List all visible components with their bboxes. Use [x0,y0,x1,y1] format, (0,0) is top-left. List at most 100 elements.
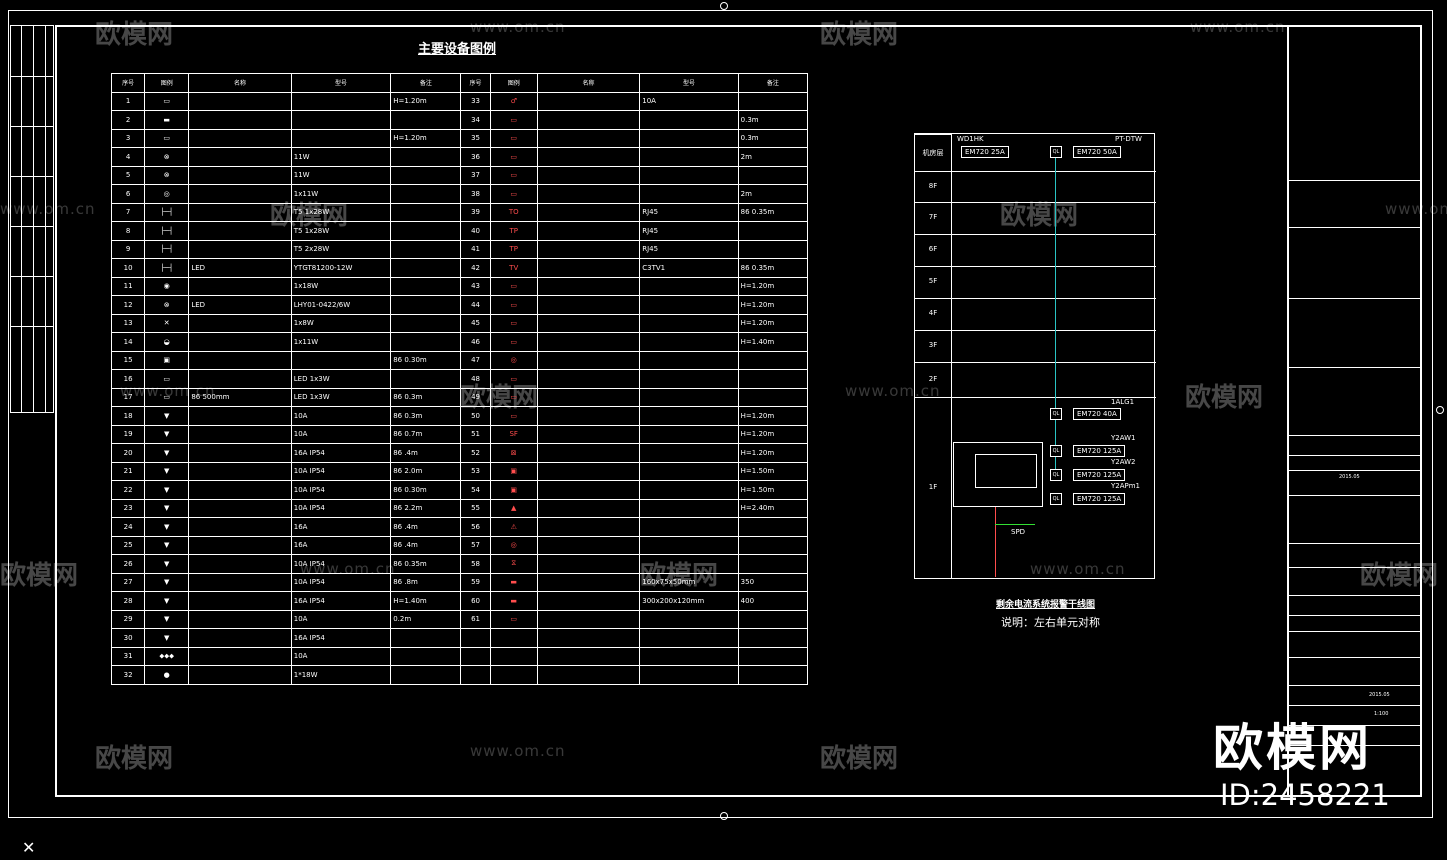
legend-cell [188,443,292,463]
titleblock-date: 2015.05 [1339,474,1360,480]
floor-grid-line [951,234,1156,235]
legend-header-cell: 型号 [639,73,739,93]
legend-cell [536,276,641,296]
legend-cell [536,147,641,167]
legend-symbol-icon: ▬ [489,591,538,611]
floor-grid-line [951,362,1156,363]
legend-cell [188,406,292,426]
legend-cell [737,517,809,537]
titleblock-date: 2015.05 [1369,692,1390,698]
legend-cell [188,276,292,296]
legend-index-cell: 33 [460,91,491,111]
legend-row: 2▬34▭0.3m [110,110,809,130]
legend-cell [639,332,739,352]
legend-cell: H=1.40m [737,332,809,352]
legend-cell: H=1.20m [390,128,462,148]
legend-cell [536,443,641,463]
legend-cell [639,313,739,333]
legend-cell [536,628,641,648]
floor-divider [915,362,951,363]
legend-header-cell: 图例 [144,73,190,93]
legend-index-cell: 46 [460,332,491,352]
legend-cell [188,665,292,685]
legend-cell [188,424,292,444]
floor-grid-line [951,266,1156,267]
legend-symbol-icon: ▭ [489,332,538,352]
top-right-breaker: EM720 50A [1073,146,1121,158]
legend-symbol-icon: ▲ [489,498,538,518]
legend-header-cell: 名称 [188,73,292,93]
legend-cell: 86 .4m [390,517,462,537]
feeder-breaker: EM720 125A [1073,469,1126,481]
legend-cell [737,387,809,407]
legend-symbol-icon: ▣ [489,461,538,481]
legend-cell: H=1.20m [737,424,809,444]
legend-cell: 0.3m [737,110,809,130]
legend-symbol-icon: ▭ [489,313,538,333]
legend-symbol-icon: ▭ [489,184,538,204]
watermark-logo: 欧模网 [95,744,174,774]
legend-cell [390,313,462,333]
legend-cell: 10A [290,646,392,666]
legend-cell [390,165,462,185]
legend-cell [390,369,462,389]
legend-row: 30▼16A IP54 [110,628,809,648]
top-left-label: WD1HK [957,135,984,143]
legend-index-cell: 47 [460,350,491,370]
drawing-inner-frame [55,25,1422,797]
legend-symbol-icon: ▭ [489,147,538,167]
legend-cell: 1x11W [290,332,392,352]
legend-cell: H=1.20m [737,313,809,333]
legend-index-cell: 22 [110,480,146,500]
legend-cell: 86 2.0m [390,461,462,481]
legend-cell [390,628,462,648]
legend-cell [737,554,809,574]
legend-cell [188,313,292,333]
legend-cell: 10A IP54 [290,498,392,518]
legend-cell [188,609,292,629]
legend-cell: 2m [737,147,809,167]
legend-index-cell: 58 [460,554,491,574]
legend-symbol-icon: ▼ [144,591,190,611]
legend-cell: 10A IP54 [290,554,392,574]
legend-cell [290,110,392,130]
legend-index-cell: 8 [110,221,146,241]
legend-cell: 10A [639,91,739,111]
floor-column [915,134,952,578]
legend-symbol-icon: ▭ [144,128,190,148]
legend-index-cell: 11 [110,276,146,296]
legend-cell [536,591,641,611]
legend-cell [536,406,641,426]
crosshair-mark [720,812,728,820]
legend-cell [737,239,809,259]
legend-index-cell: 61 [460,609,491,629]
legend-symbol-icon: ◒ [144,332,190,352]
legend-cell [188,517,292,537]
legend-cell [639,350,739,370]
watermark-url: www.om.cn [1190,18,1286,36]
legend-cell [188,147,292,167]
legend-cell: C3TV1 [639,258,739,278]
legend-header-row: 序号图例名称型号备注序号图例名称型号备注 [110,73,809,93]
legend-cell [390,665,462,685]
legend-cell [390,646,462,666]
legend-header-cell: 序号 [110,73,146,93]
legend-cell: 1*18W [290,665,392,685]
top-left-breaker: EM720 25A [961,146,1009,158]
legend-symbol-icon: ▼ [144,443,190,463]
legend-symbol-icon: ├─┤ [144,239,190,259]
legend-symbol-icon: ▭ [489,406,538,426]
titleblock-scale: 1:100 [1374,711,1389,717]
legend-cell: 10A [290,406,392,426]
legend-cell [536,517,641,537]
legend-index-cell: 48 [460,369,491,389]
legend-index-cell: 36 [460,147,491,167]
legend-cell: 16A [290,535,392,555]
legend-symbol-icon: TP [489,239,538,259]
legend-cell: 0.3m [737,128,809,148]
top-right-label: PT-DTW [1115,135,1142,143]
feeder-breaker: EM720 125A [1073,493,1126,505]
